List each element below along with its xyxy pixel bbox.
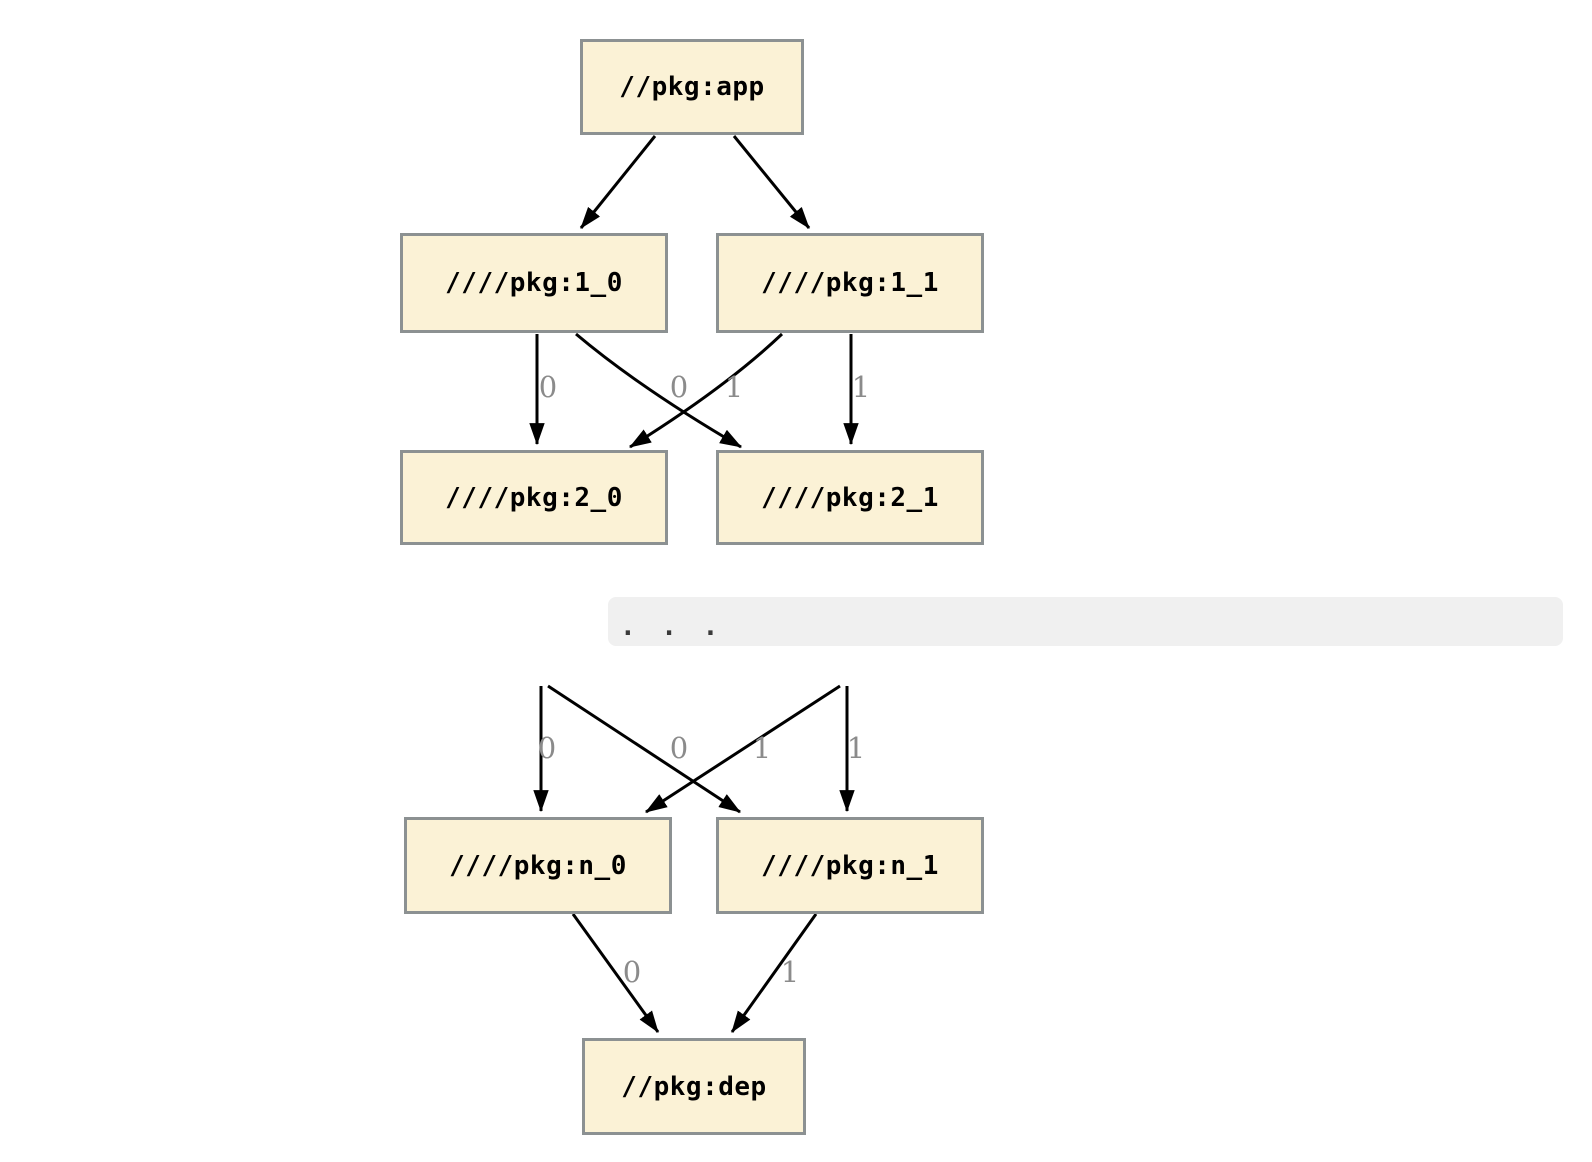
node-pkg-2_0: ////pkg:2_0 — [400, 450, 668, 545]
edge-elided-to-n_0-cross — [645, 684, 841, 814]
node-pkg-dep: //pkg:dep — [582, 1038, 806, 1135]
node-label: //pkg:app — [619, 72, 765, 102]
ellipsis-collapsed-rows-bar: . . . — [608, 597, 1563, 646]
edge-label-n_0-dep: 0 — [622, 955, 642, 989]
node-label: ////pkg:n_1 — [761, 850, 939, 881]
node-pkg-n_0: ////pkg:n_0 — [404, 817, 672, 914]
edge-label-1_0-2_0: 0 — [538, 370, 558, 404]
ellipsis-label: . . . — [620, 611, 724, 642]
edge-1_0-to-2_1 — [575, 332, 742, 449]
node-label: ////pkg:2_1 — [761, 482, 939, 513]
edge-label-1_1-2_0: 0 — [669, 370, 689, 404]
node-pkg-n_1: ////pkg:n_1 — [716, 817, 984, 914]
edge-elided-to-n_1-cross — [547, 684, 741, 814]
edge-n_1-to-dep — [730, 913, 818, 1033]
node-pkg-1_0: ////pkg:1_0 — [400, 233, 668, 333]
edge-app-to-1_0 — [579, 135, 657, 229]
node-label: ////pkg:1_0 — [445, 268, 623, 298]
edge-label-n_1-dep: 1 — [780, 955, 800, 989]
node-label: //pkg:dep — [621, 1071, 767, 1102]
edge-label-1_1-2_1: 1 — [851, 370, 871, 404]
node-pkg-2_1: ////pkg:2_1 — [716, 450, 984, 545]
node-pkg-1_1: ////pkg:1_1 — [716, 233, 984, 333]
edge-label-elided-n_0-cross: 0 — [669, 731, 689, 765]
edge-n_0-to-dep — [571, 913, 660, 1033]
edge-label-elided-n_1-straight: 1 — [846, 731, 866, 765]
node-label: ////pkg:2_0 — [445, 482, 623, 513]
edge-1_1-to-2_0 — [629, 332, 784, 449]
node-label: ////pkg:1_1 — [761, 268, 939, 298]
edge-app-to-1_1 — [732, 135, 811, 229]
edge-label-elided-n_0-straight: 0 — [537, 731, 557, 765]
node-label: ////pkg:n_0 — [449, 850, 627, 881]
node-pkg-app: //pkg:app — [580, 39, 804, 135]
edge-label-elided-n_1-cross: 1 — [752, 731, 772, 765]
edge-label-1_0-2_1: 1 — [724, 370, 744, 404]
